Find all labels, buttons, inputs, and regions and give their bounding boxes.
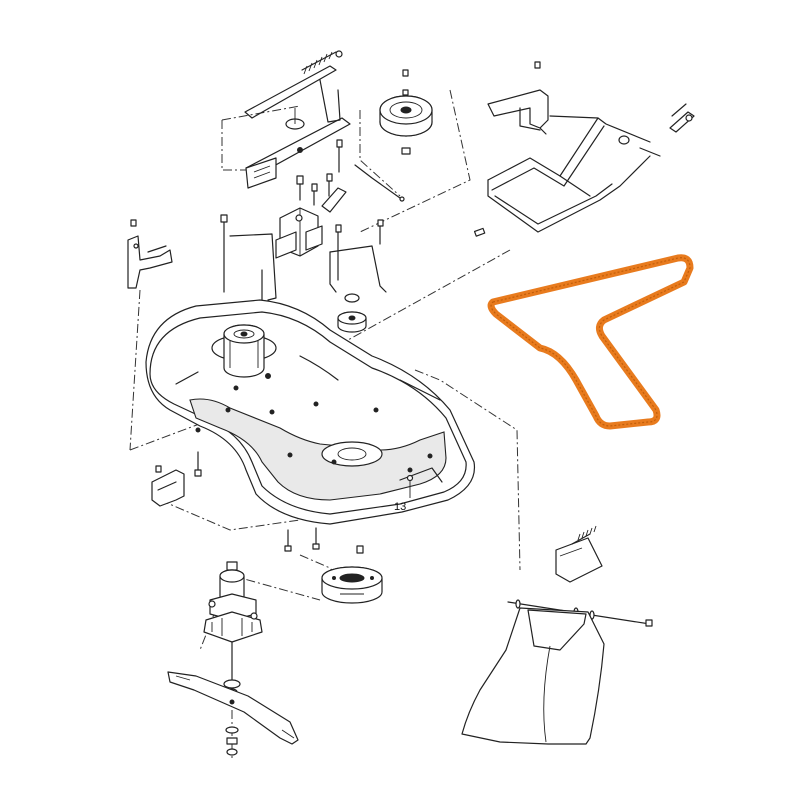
lower-left-bracket [151, 451, 202, 507]
discharge-chute [461, 525, 653, 745]
mower-deck [145, 299, 476, 525]
deck-spindle-pulley [223, 324, 265, 378]
idler-pulley-top [379, 69, 433, 155]
idler-bracket [275, 207, 323, 259]
drive-belt [487, 254, 694, 430]
bearing-plate [321, 566, 383, 604]
deck-idler-pulley [337, 293, 367, 333]
mower-blade [167, 671, 299, 756]
lift-lever-assembly [244, 50, 351, 189]
deflector-frame [473, 61, 695, 237]
hardware-bolts [296, 139, 405, 213]
left-mount-bracket [127, 219, 173, 289]
blade-spindle [203, 561, 263, 696]
bottom-bolts [284, 527, 364, 554]
callout-label: 13 [394, 501, 406, 513]
callout-13: 13 [394, 474, 414, 513]
spring-icon [301, 50, 343, 75]
lift-links [220, 214, 387, 301]
